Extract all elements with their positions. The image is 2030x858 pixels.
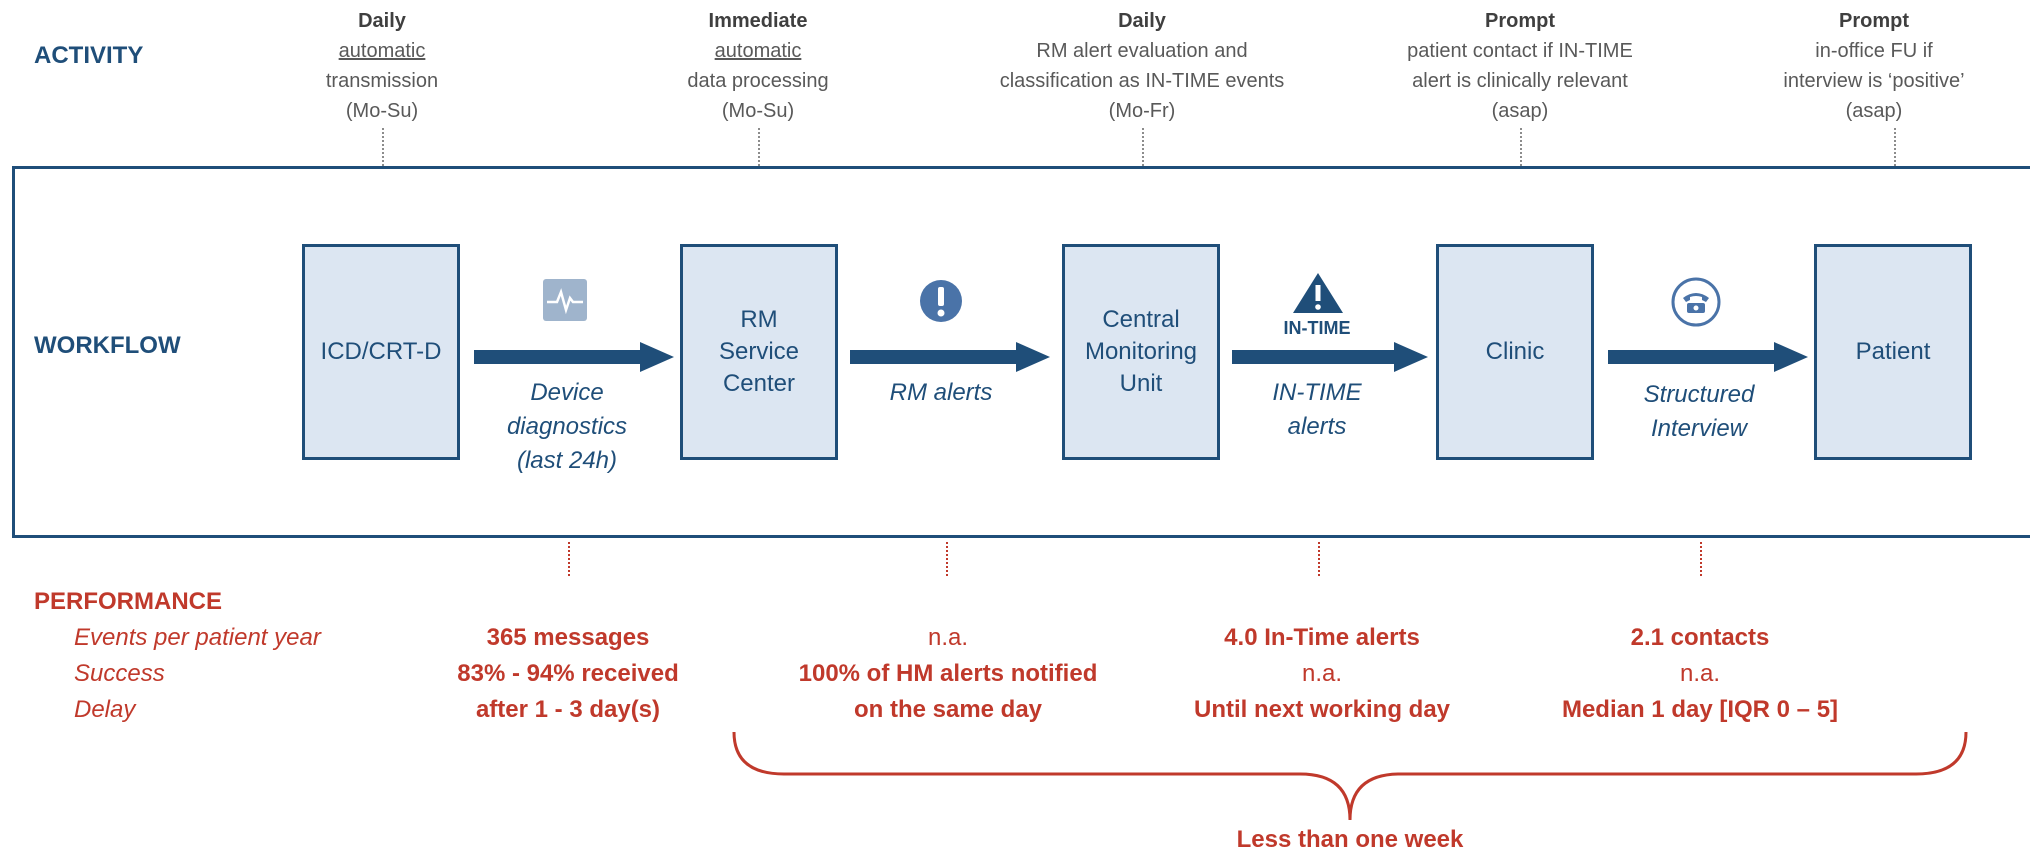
arrow-label-line: Interview — [1650, 415, 1748, 442]
workflow-frame — [12, 166, 2030, 538]
node-patient: Patient — [1814, 244, 1972, 460]
node-label: RM — [740, 306, 778, 333]
performance-connector — [946, 542, 948, 576]
flow-arrow — [850, 342, 1050, 372]
activity-title: Prompt — [1485, 10, 1555, 32]
activity-line: automatic — [714, 40, 802, 62]
node-label: Monitoring — [1084, 338, 1198, 365]
telephone-icon — [1670, 276, 1722, 328]
activity-line: (Mo-Fr) — [1108, 100, 1176, 122]
performance-value: 2.1 contacts — [1630, 624, 1770, 651]
ecg-monitor-icon — [540, 276, 590, 324]
performance-value: n.a. — [1301, 660, 1343, 687]
arrow-label-line: diagnostics — [506, 413, 628, 440]
activity-column: Prompt in-office FU if interview is ‘pos… — [1724, 6, 2024, 126]
activity-title: Daily — [1118, 10, 1166, 32]
arrow-label: IN-TIME alerts — [1212, 376, 1422, 444]
activity-column: Immediate automatic data processing (Mo-… — [588, 6, 928, 126]
performance-connector — [568, 542, 570, 576]
performance-value: Until next working day — [1193, 696, 1451, 723]
performance-value: after 1 - 3 day(s) — [475, 696, 661, 723]
activity-connector — [758, 128, 760, 166]
activity-connector — [1142, 128, 1144, 166]
performance-value: 100% of HM alerts notified — [798, 660, 1098, 687]
performance-column: 4.0 In-Time alerts n.a. Until next worki… — [1132, 620, 1512, 728]
warning-triangle-icon — [1290, 270, 1346, 316]
activity-line: (asap) — [1845, 100, 1903, 122]
in-time-badge: IN-TIME — [1283, 318, 1351, 338]
arrow-label-line: alerts — [1287, 413, 1347, 440]
activity-line: (asap) — [1491, 100, 1549, 122]
flow-arrow — [474, 342, 674, 372]
activity-connector — [1520, 128, 1522, 166]
node-label: Service — [718, 338, 800, 365]
arrow-label-line: (last 24h) — [516, 447, 618, 474]
performance-value: Median 1 day [IQR 0 – 5] — [1561, 696, 1839, 723]
activity-line: data processing — [687, 70, 829, 92]
node-label: Unit — [1119, 370, 1163, 397]
node-label: Central — [1102, 306, 1180, 333]
activity-line: (Mo-Su) — [721, 100, 795, 122]
performance-connector — [1700, 542, 1702, 576]
activity-line: automatic — [338, 40, 426, 62]
activity-column: Daily RM alert evaluation and classifica… — [972, 6, 1312, 126]
performance-column: n.a. 100% of HM alerts notified on the s… — [758, 620, 1138, 728]
performance-value: n.a. — [927, 624, 969, 651]
node-label: Clinic — [1485, 338, 1545, 365]
performance-row-label: Events per patient year — [74, 624, 321, 651]
arrow-label-line: IN-TIME — [1272, 379, 1362, 406]
activity-title: Immediate — [708, 10, 808, 32]
node-icd-crt-d: ICD/CRT-D — [302, 244, 460, 460]
performance-connector — [1318, 542, 1320, 576]
node-label: ICD/CRT-D — [320, 338, 442, 365]
activity-line: transmission — [325, 70, 439, 92]
activity-connector — [382, 128, 384, 166]
activity-line: RM alert evaluation and — [1036, 40, 1248, 62]
node-label: Patient — [1855, 338, 1931, 365]
arrow-label-line: Structured — [1643, 381, 1755, 408]
node-rm-service-center: RM Service Center — [680, 244, 838, 460]
performance-value: n.a. — [1679, 660, 1721, 687]
performance-value: 365 messages — [486, 624, 650, 651]
activity-title: Daily — [358, 10, 406, 32]
activity-line: alert is clinically relevant — [1412, 70, 1628, 92]
activity-column: Daily automatic transmission (Mo-Su) — [212, 6, 552, 126]
workflow-label: WORKFLOW — [34, 332, 181, 359]
activity-line: in-office FU if — [1815, 40, 1933, 62]
performance-row-label: Delay — [74, 696, 136, 723]
activity-line: interview is ‘positive’ — [1783, 70, 1965, 92]
performance-column: 2.1 contacts n.a. Median 1 day [IQR 0 – … — [1510, 620, 1890, 728]
node-central-monitoring-unit: Central Monitoring Unit — [1062, 244, 1220, 460]
performance-row-label: Success — [74, 660, 165, 687]
arrow-label: Device diagnostics (last 24h) — [462, 376, 672, 478]
activity-connector — [1894, 128, 1896, 166]
arrow-label: Structured Interview — [1594, 378, 1804, 446]
activity-line: patient contact if IN-TIME — [1407, 40, 1633, 62]
arrow-label-line: Device — [530, 379, 604, 406]
exclamation-icon — [916, 276, 966, 326]
flow-arrow — [1232, 342, 1428, 372]
activity-column: Prompt patient contact if IN-TIME alert … — [1350, 6, 1690, 126]
summary-label: Less than one week — [1236, 826, 1464, 853]
flow-arrow — [1608, 342, 1808, 372]
summary-brace — [732, 731, 1968, 821]
arrow-label-line: RM alerts — [889, 379, 993, 406]
activity-line: (Mo-Su) — [345, 100, 419, 122]
arrow-label: RM alerts — [836, 376, 1046, 410]
performance-value: 83% - 94% received — [457, 660, 679, 687]
activity-title: Prompt — [1839, 10, 1909, 32]
performance-column: 365 messages 83% - 94% received after 1 … — [378, 620, 758, 728]
performance-value: on the same day — [853, 696, 1043, 723]
node-clinic: Clinic — [1436, 244, 1594, 460]
performance-label: PERFORMANCE — [34, 588, 223, 615]
performance-value: 4.0 In-Time alerts — [1224, 624, 1420, 651]
activity-label: ACTIVITY — [34, 42, 144, 69]
node-label: Center — [722, 370, 796, 397]
activity-line: classification as IN-TIME events — [999, 70, 1285, 92]
